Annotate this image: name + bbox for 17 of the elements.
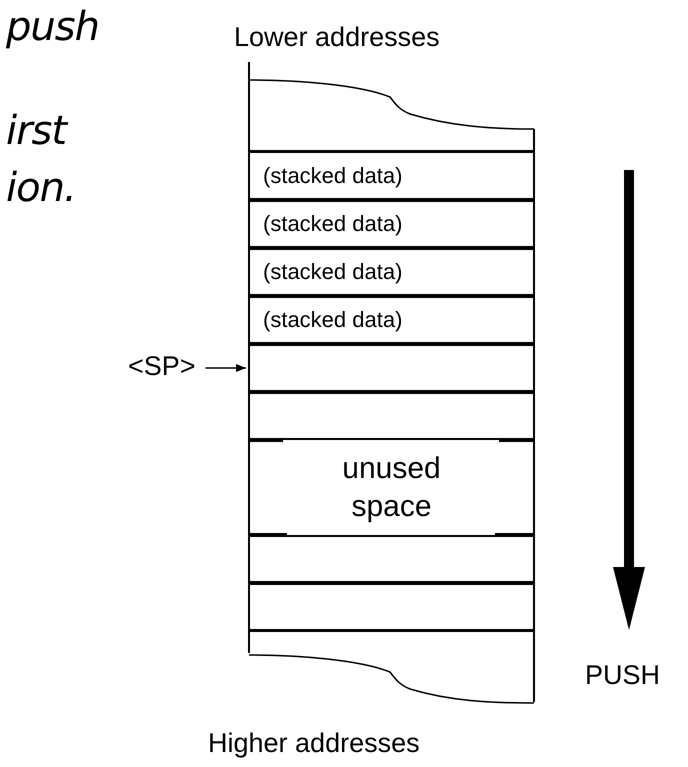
axis-label: Higher addresses — [208, 728, 420, 759]
empty-stack-slot — [249, 583, 534, 631]
text-fragment: push — [6, 4, 99, 50]
arrow — [206, 364, 246, 372]
text-fragment: irst — [6, 108, 66, 154]
unused-space-region: unused space — [249, 440, 534, 535]
stack-slot: (stacked data) — [249, 296, 534, 344]
empty-stack-slot — [249, 535, 534, 583]
stack-slot: (stacked data) — [249, 151, 534, 200]
empty-stack-slot — [249, 392, 534, 440]
stack-slot: (stacked data) — [249, 200, 534, 248]
pointer-label: <SP> — [128, 351, 196, 382]
axis-label: PUSH — [585, 660, 660, 691]
empty-stack-slot — [249, 344, 534, 392]
axis-label: Lower addresses — [234, 22, 440, 53]
stack-slot: (stacked data) — [249, 248, 534, 296]
text-fragment: ion. — [6, 165, 76, 211]
